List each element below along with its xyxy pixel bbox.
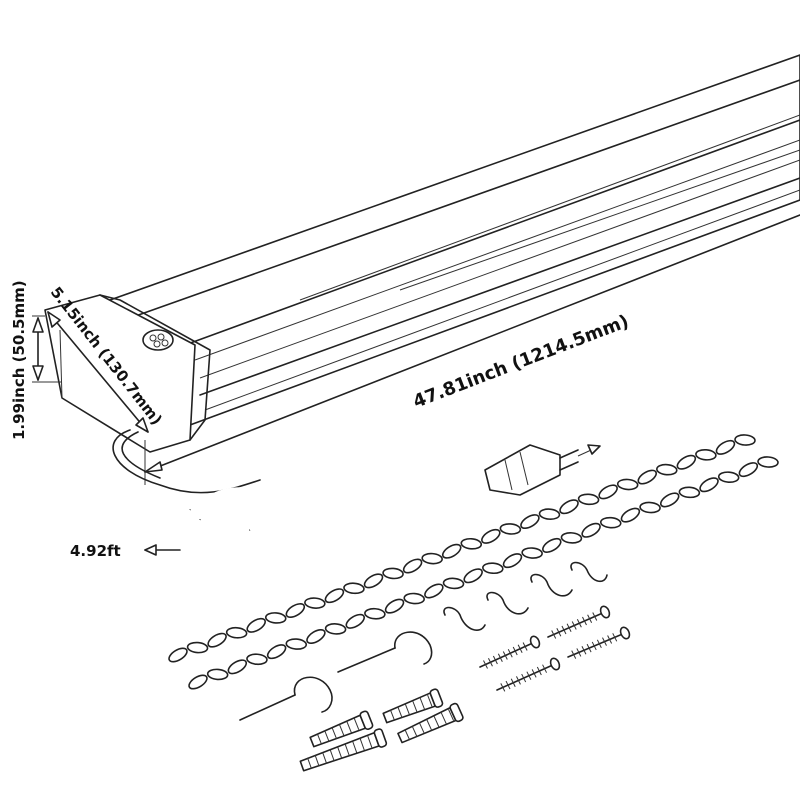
chain-link xyxy=(343,582,365,595)
s-hooks xyxy=(443,561,608,631)
wall-anchor xyxy=(382,688,444,724)
chain-link xyxy=(206,668,229,681)
chain-link xyxy=(186,641,209,654)
s-hook xyxy=(570,561,608,583)
chain-link xyxy=(734,434,756,446)
chain-link xyxy=(285,638,308,650)
chain-link xyxy=(324,623,347,635)
chain-link xyxy=(699,477,719,493)
chain-link xyxy=(188,674,208,690)
chain-link xyxy=(656,463,678,476)
chain-link xyxy=(424,583,444,599)
chain-link xyxy=(363,573,384,589)
chain-link xyxy=(620,507,641,523)
height-dimension-arrow xyxy=(32,315,62,383)
chain-link xyxy=(246,653,268,666)
plug xyxy=(484,444,601,496)
chain-link xyxy=(264,612,287,624)
chain-link xyxy=(757,456,779,468)
screw xyxy=(547,605,611,639)
chain-link xyxy=(616,478,639,491)
hanging-chains xyxy=(168,434,779,690)
chain-link xyxy=(659,492,680,508)
screw xyxy=(479,635,541,669)
chain-link xyxy=(715,439,736,455)
chain-link xyxy=(678,486,701,499)
chain-link xyxy=(577,493,600,506)
chain-link xyxy=(695,448,717,461)
screw xyxy=(496,657,561,692)
chain-link xyxy=(441,543,462,559)
cord-length-arrow xyxy=(144,544,181,556)
chain-link xyxy=(598,484,618,500)
chain-link xyxy=(207,632,227,648)
chain-link xyxy=(384,598,405,614)
chain-link xyxy=(520,514,540,530)
chain-link xyxy=(559,499,579,515)
chain-link xyxy=(542,537,562,553)
ceiling-hook xyxy=(239,676,333,721)
chain xyxy=(168,434,756,663)
chain-link xyxy=(717,471,740,484)
chain-link xyxy=(482,562,504,575)
s-hook xyxy=(530,573,573,597)
chain-link xyxy=(246,617,266,633)
chain-link xyxy=(538,508,561,520)
chain xyxy=(188,456,779,690)
chain-link xyxy=(599,516,622,529)
wall-anchor xyxy=(397,702,464,744)
chain-link xyxy=(227,659,248,675)
wall-anchor xyxy=(299,728,388,772)
chain-link xyxy=(225,626,248,639)
power-cord xyxy=(112,429,501,583)
s-hook xyxy=(486,591,529,615)
chain-link xyxy=(403,592,425,605)
screws xyxy=(479,605,631,692)
chain-link xyxy=(502,553,523,569)
ceiling-hooks xyxy=(239,631,433,721)
light-fixture xyxy=(109,54,800,426)
chain-link xyxy=(481,528,501,544)
chain-link xyxy=(560,532,583,544)
chain-link xyxy=(738,462,759,478)
screw xyxy=(567,626,631,659)
chain-link xyxy=(637,469,658,485)
chain-link xyxy=(581,522,601,538)
chain-link xyxy=(442,577,465,590)
chain-link xyxy=(639,501,661,514)
chain-link xyxy=(521,547,543,559)
motion-sensor-icon xyxy=(142,329,174,351)
chain-link xyxy=(382,567,404,580)
ceiling-hook xyxy=(337,631,433,673)
chain-link xyxy=(460,537,483,550)
wall-anchor xyxy=(309,710,374,748)
height-label: 1.99inch (50.5mm) xyxy=(10,280,28,440)
width-dimension-arrow xyxy=(47,311,149,433)
chain-link xyxy=(266,644,287,660)
chain-link xyxy=(324,588,345,604)
cord-length-label: 4.92ft xyxy=(70,542,121,560)
chain-link xyxy=(285,603,306,618)
s-hook xyxy=(443,606,486,631)
chain-link xyxy=(463,568,483,584)
chain-link xyxy=(168,647,188,663)
chain-link xyxy=(421,552,443,565)
chain-link xyxy=(364,607,386,620)
chain-link xyxy=(676,454,697,470)
chain-link xyxy=(402,558,423,574)
chain-link xyxy=(304,597,326,609)
chain-link xyxy=(345,613,365,629)
chain-link xyxy=(499,523,522,535)
wall-anchors xyxy=(299,688,464,772)
length-dimension-arrow xyxy=(144,214,800,485)
chain-link xyxy=(306,628,326,644)
